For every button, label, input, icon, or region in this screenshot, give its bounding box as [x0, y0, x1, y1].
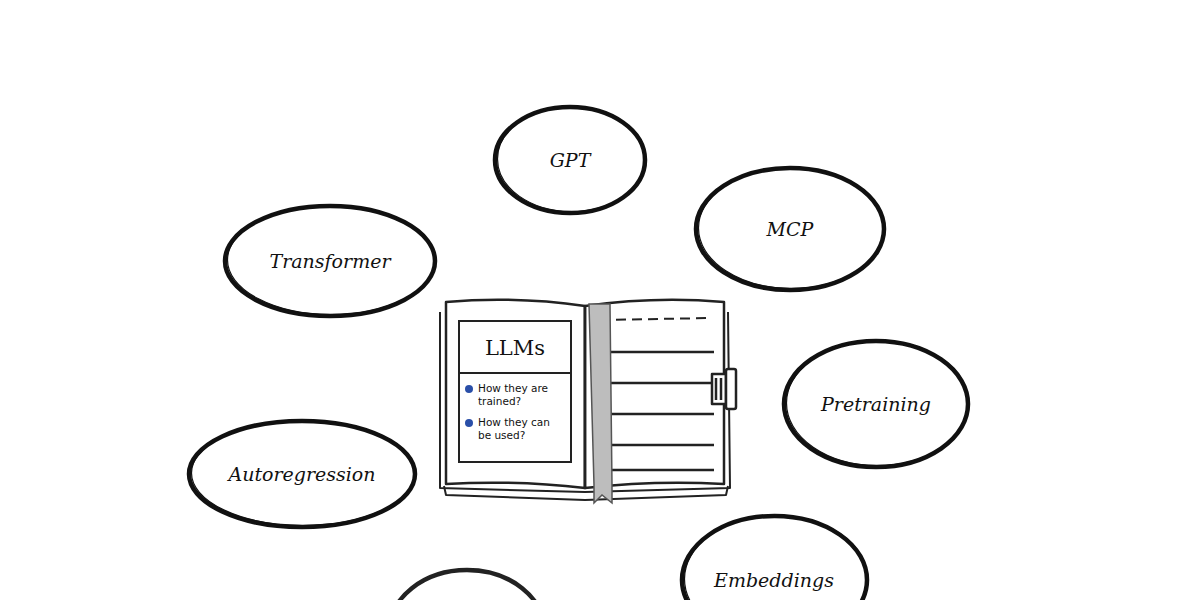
topic-ellipse: Pretraining	[781, 338, 971, 470]
topic-ellipse: MCP	[693, 165, 887, 293]
bullet-text: How they can be used?	[478, 416, 566, 442]
bullet-text: How they are trained?	[478, 382, 566, 408]
topic-label: GPT	[550, 149, 591, 171]
topic-label: MCP	[767, 218, 814, 240]
topic-label: Pretraining	[821, 393, 931, 415]
bullet-row: How they can be used?	[460, 408, 570, 442]
topic-ellipse: Transformer	[222, 203, 438, 319]
bullet-dot	[465, 385, 473, 393]
bullet-row: How they are trained?	[460, 374, 570, 408]
topic-label: Autoregression	[228, 463, 375, 485]
book-page-panel: LLMsHow they are trained? How they can be…	[458, 320, 572, 463]
topic-ellipse: GPT	[492, 104, 648, 216]
topic-ellipse: Embeddings	[679, 513, 870, 600]
bullet-dot	[465, 419, 473, 427]
topic-label: Embeddings	[714, 569, 834, 591]
topic-ellipse: Autoregression	[186, 418, 418, 530]
topic-label: Transformer	[270, 250, 391, 272]
page-heading: LLMs	[460, 322, 570, 374]
